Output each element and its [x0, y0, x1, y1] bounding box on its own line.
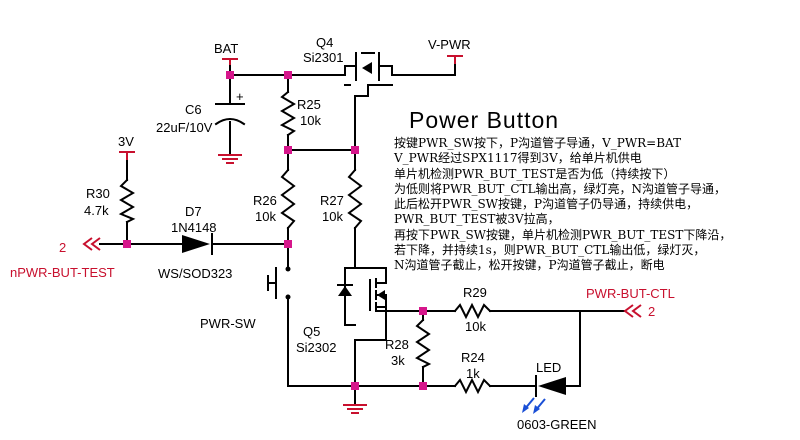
- diagram-title: Power Button: [409, 107, 559, 133]
- npwr-port-arrow: [82, 237, 101, 251]
- led-ref-label: LED: [536, 360, 561, 375]
- description-line: N沟道管子截止，松开按键，P沟道管子截止，断电: [394, 258, 665, 273]
- r26-ref-label: R26: [253, 193, 277, 208]
- d7-diode: [182, 233, 213, 255]
- v3-net-label: 3V: [118, 134, 134, 149]
- pwr-sw-switch: [267, 262, 291, 300]
- description-line: 此后松开PWR_SW按键，P沟道管子仍导通，持续供电，: [394, 197, 699, 212]
- npwr-net-label: nPWR-BUT-TEST: [10, 265, 115, 280]
- description-line: 为低则将PWR_BUT_CTL输出高，绿灯亮，N沟道管子导通，: [394, 181, 727, 196]
- r27-value-label: 10k: [322, 209, 343, 224]
- r24-resistor: [453, 377, 492, 395]
- r25-resistor: [279, 90, 296, 137]
- description-text: 按键PWR_SW按下，P沟道管子导通，V_PWR=BAT V_PWR经过SPX1…: [394, 136, 794, 274]
- v3-power-symbol: [119, 151, 135, 160]
- c6-value-label: 22uF/10V: [156, 120, 213, 135]
- pwr-sw-label: PWR-SW: [200, 316, 256, 331]
- r30-resistor: [118, 178, 136, 224]
- r30-ref-label: R30: [86, 186, 110, 201]
- pwr-ctl-port-number: 2: [648, 304, 655, 319]
- q5-n-mosfet: [337, 267, 387, 326]
- npwr-port-number: 2: [59, 240, 66, 255]
- r27-resistor: [347, 168, 363, 230]
- junction-dots: [123, 71, 427, 390]
- r30-value-label: 4.7k: [84, 203, 109, 218]
- r24-value-label: 1k: [466, 366, 480, 381]
- ground-symbol-q5: [343, 404, 367, 414]
- r24-ref-label: R24: [461, 350, 485, 365]
- vpwr-power-symbol: [447, 55, 463, 64]
- r29-value-label: 10k: [465, 319, 486, 334]
- r27-ref-label: R27: [320, 193, 344, 208]
- q4-p-mosfet: [344, 52, 393, 97]
- d7-package-label: WS/SOD323: [158, 266, 232, 281]
- pwr-ctl-net-label: PWR-BUT-CTL: [586, 286, 675, 301]
- pwr-ctl-port-arrow: [623, 304, 642, 318]
- r25-ref-label: R25: [297, 97, 321, 112]
- description-line: 单片机检测PWR_BUT_TEST是否为低（持续按下）: [394, 166, 676, 181]
- d7-ref-label: D7: [185, 204, 202, 219]
- r28-value-label: 3k: [391, 353, 405, 368]
- vpwr-net-label: V-PWR: [428, 37, 471, 52]
- q4-part-label: Si2301: [303, 50, 343, 65]
- led-package-label: 0603-GREEN: [517, 417, 596, 432]
- c6-polarity-mark: +: [236, 89, 244, 104]
- c6-ref-label: C6: [185, 102, 202, 117]
- r26-resistor: [280, 168, 296, 230]
- r28-ref-label: R28: [385, 337, 409, 352]
- bat-power-symbol: [222, 58, 238, 65]
- ground-symbol-c6: [218, 154, 242, 164]
- q5-part-label: Si2302: [296, 340, 336, 355]
- bat-net-label: BAT: [214, 41, 238, 56]
- c6-capacitor: +: [214, 89, 246, 126]
- r28-resistor: [415, 318, 432, 369]
- q4-ref-label: Q4: [316, 35, 333, 50]
- d7-part-label: 1N4148: [171, 220, 217, 235]
- description-line: 再按下PWR_SW按键，单片机检测PWR_BUT_TEST下降沿，: [394, 227, 732, 242]
- description-line: PWR_BUT_TEST被3V拉高，: [394, 212, 560, 227]
- q5-ref-label: Q5: [303, 324, 320, 339]
- description-line: 若下降，并持续1s，则PWR_BUT_CTL输出低，绿灯灭，: [394, 243, 706, 258]
- r25-value-label: 10k: [300, 113, 321, 128]
- description-line: V_PWR经过SPX1117得到3V，给单片机供电: [394, 151, 642, 166]
- r26-value-label: 10k: [255, 209, 276, 224]
- led-diode: [522, 375, 566, 414]
- description-line: 按键PWR_SW按下，P沟道管子导通，V_PWR=BAT: [394, 136, 682, 150]
- r29-resistor: [453, 302, 492, 320]
- r29-ref-label: R29: [463, 285, 487, 300]
